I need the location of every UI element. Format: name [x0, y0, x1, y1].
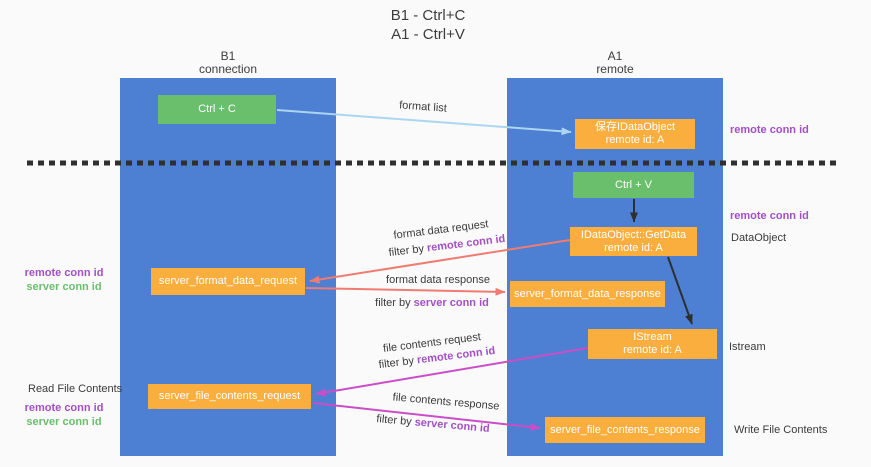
label-left-conn-ids-1: remote conn id server conn id	[20, 266, 108, 294]
label-left-remote-conn-id-2: remote conn id	[24, 402, 104, 414]
node-istream-line2: remote id: A	[623, 344, 682, 356]
label-left-server-conn-id-2: server conn id	[26, 416, 102, 428]
node-server-format-data-response-label: server_format_data_response	[514, 287, 661, 300]
node-server-file-contents-response-label: server_file_contents_response	[550, 423, 700, 436]
node-ctrl-v: Ctrl + V	[573, 172, 694, 198]
label-dataobject: DataObject	[731, 232, 787, 244]
label-filter-by-remote-2-prefix: filter by	[378, 354, 418, 372]
label-file-contents-response: file contents response	[392, 391, 500, 413]
node-idataobject-getdata-line1: IDataObject::GetData	[580, 228, 687, 241]
lifeline-a1-title: A1	[607, 49, 623, 63]
label-filter-by-remote-1-prefix: filter by	[388, 242, 428, 260]
label-filter-by-server-1: filter by server conn id	[375, 297, 489, 309]
label-filter-by-server-2-key: server conn id	[414, 416, 491, 435]
node-save-idataobject-line2: remote id: A	[605, 134, 665, 146]
node-save-idataobject: 保存IDataObject remote id: A	[575, 119, 695, 149]
node-ctrl-c-label: Ctrl + C	[198, 103, 236, 115]
node-server-file-contents-response: server_file_contents_response	[545, 417, 705, 443]
label-right-remote-conn-id-1: remote conn id	[730, 124, 809, 136]
label-filter-by-server-1-key: server conn id	[413, 297, 489, 309]
lifeline-a1-header: A1 remote	[507, 50, 723, 76]
node-server-format-data-response: server_format_data_response	[510, 281, 665, 307]
node-idataobject-getdata: IDataObject::GetData remote id: A	[570, 227, 697, 256]
diagram-title-line1: B1 - Ctrl+C	[390, 7, 466, 24]
node-ctrl-c: Ctrl + C	[158, 95, 276, 124]
node-server-format-data-request-label: server_format_data_request	[158, 275, 298, 287]
node-server-format-data-request: server_format_data_request	[151, 268, 305, 295]
node-idataobject-getdata-line2: remote id: A	[604, 241, 663, 254]
node-server-file-contents-request-label: server_file_contents_request	[158, 390, 301, 402]
lifeline-b1-title: B1	[220, 49, 236, 63]
label-filter-by-server-2-prefix: filter by	[375, 413, 416, 429]
node-save-idataobject-line1: 保存IDataObject	[594, 121, 676, 133]
diagram-title: B1 - Ctrl+C A1 - Ctrl+V	[278, 6, 578, 44]
label-left-remote-conn-id-1: remote conn id	[24, 267, 104, 279]
label-filter-by-server-2: filter by server conn id	[376, 413, 490, 435]
diagram-title-line2: A1 - Ctrl+V	[391, 26, 465, 43]
label-format-data-response: format data response	[386, 274, 490, 286]
node-istream-line1: IStream	[633, 331, 672, 343]
lifeline-a1-subtitle: remote	[596, 62, 634, 76]
label-left-conn-ids-2: remote conn id server conn id	[20, 401, 108, 429]
label-read-file-contents: Read File Contents	[28, 383, 123, 395]
label-filter-by-server-1-prefix: filter by	[375, 297, 414, 309]
node-istream: IStream remote id: A	[588, 329, 717, 359]
label-istream: Istream	[729, 341, 766, 353]
label-format-list: format list	[398, 99, 448, 115]
node-server-file-contents-request: server_file_contents_request	[148, 384, 311, 409]
node-ctrl-v-label: Ctrl + V	[615, 178, 652, 191]
lifeline-b1-header: B1 connection	[120, 50, 336, 76]
lifeline-b1-subtitle: connection	[198, 62, 258, 76]
label-right-remote-conn-id-2: remote conn id	[730, 210, 809, 222]
label-left-server-conn-id-1: server conn id	[26, 281, 102, 293]
label-write-file-contents: Write File Contents	[734, 424, 828, 436]
